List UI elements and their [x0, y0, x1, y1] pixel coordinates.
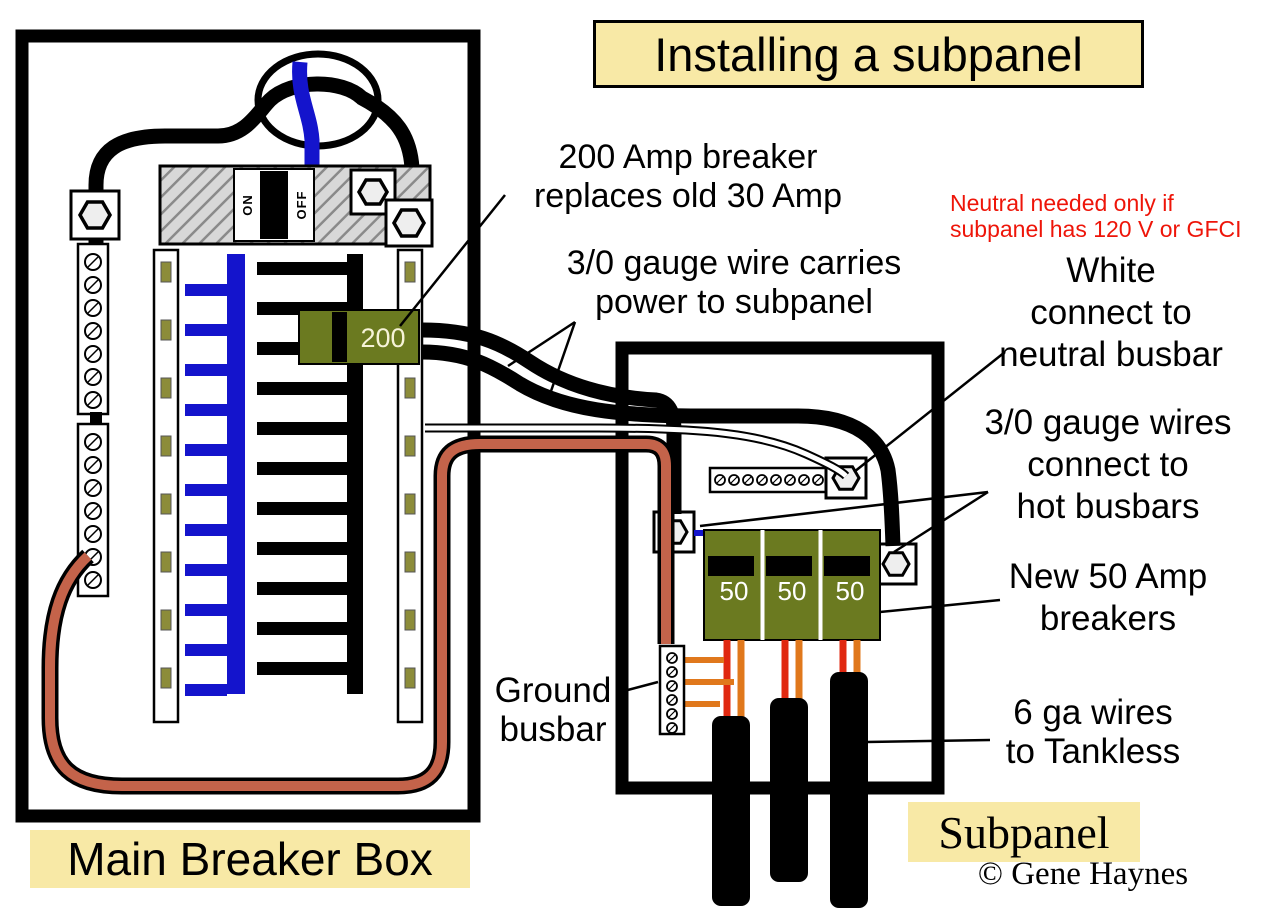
- annotation-hot-busbars: 3/0 gauge wires connect to hot busbars: [984, 403, 1232, 526]
- breakers-50-amp[interactable]: [703, 529, 881, 641]
- breaker-50-label-3: 50: [835, 576, 865, 606]
- pointer-white-neutral: [853, 351, 1006, 473]
- service-wire-blue: [292, 61, 320, 172]
- pointer-lines: [399, 194, 1006, 744]
- main-lug-right-bottom: [384, 198, 434, 248]
- pointer-gauge-2: [548, 321, 577, 395]
- pointer-200amp: [399, 194, 506, 327]
- tankless-cables: [712, 672, 868, 908]
- breaker-200-label: 200: [360, 323, 406, 353]
- annotation-neutral-note: Neutral needed only if subpanel has 120 …: [950, 190, 1242, 243]
- strip-connector: [90, 412, 102, 426]
- main-lug-left: [69, 189, 121, 241]
- neutral-terminal-strip-top: [76, 242, 110, 416]
- feed-wire-white: [425, 425, 848, 478]
- service-wire-black: [88, 76, 420, 250]
- bus-bar-blue: [227, 254, 245, 694]
- ground-busbar: [658, 644, 686, 736]
- pointer-hot-2: [893, 490, 989, 554]
- page-title: Installing a subpanel: [593, 20, 1144, 88]
- feed-wire-red: [45, 439, 671, 791]
- feed-wires: [41, 322, 901, 795]
- pointer-hot-1: [699, 490, 989, 528]
- main-breaker-switch-handle[interactable]: [260, 171, 288, 239]
- feed-wire-hot-2: [421, 344, 901, 547]
- annotation-200-amp-breaker: 200 Amp breaker replaces old 30 Amp: [533, 138, 843, 216]
- annotation-6ga-wires: 6 ga wires to Tankless: [1005, 693, 1181, 771]
- annotation-new-50-amp: New 50 Amp breakers: [1008, 557, 1208, 638]
- breaker-50-label-2: 50: [777, 576, 807, 606]
- switch-off-label: OFF: [293, 190, 309, 220]
- pointer-ground: [619, 680, 659, 694]
- annotation-gauge-wire: 3/0 gauge wire carries power to subpanel: [566, 244, 902, 322]
- subpanel-label: Subpanel: [908, 802, 1140, 862]
- main-breaker-box-graphic: [15, 29, 481, 823]
- pointer-gauge-1: [507, 320, 576, 368]
- branch-wires: [684, 640, 861, 718]
- pointer-50amp: [879, 598, 1001, 614]
- neutral-terminal-strip-bottom: [76, 422, 110, 598]
- subpanel-neutral-busbar: [708, 466, 832, 494]
- breaker-rail-left: [152, 248, 180, 724]
- breaker-200-amp[interactable]: [298, 309, 420, 365]
- copyright-text: © Gene Haynes: [977, 856, 1189, 892]
- main-breaker-box-label: Main Breaker Box: [30, 830, 470, 888]
- breaker-50-label-1: 50: [719, 576, 749, 606]
- pointer-6ga: [865, 738, 991, 744]
- annotation-ground-busbar: Ground busbar: [494, 671, 612, 749]
- switch-on-label: ON: [239, 194, 255, 216]
- annotation-white-neutral: White connect to neutral busbar: [999, 251, 1223, 374]
